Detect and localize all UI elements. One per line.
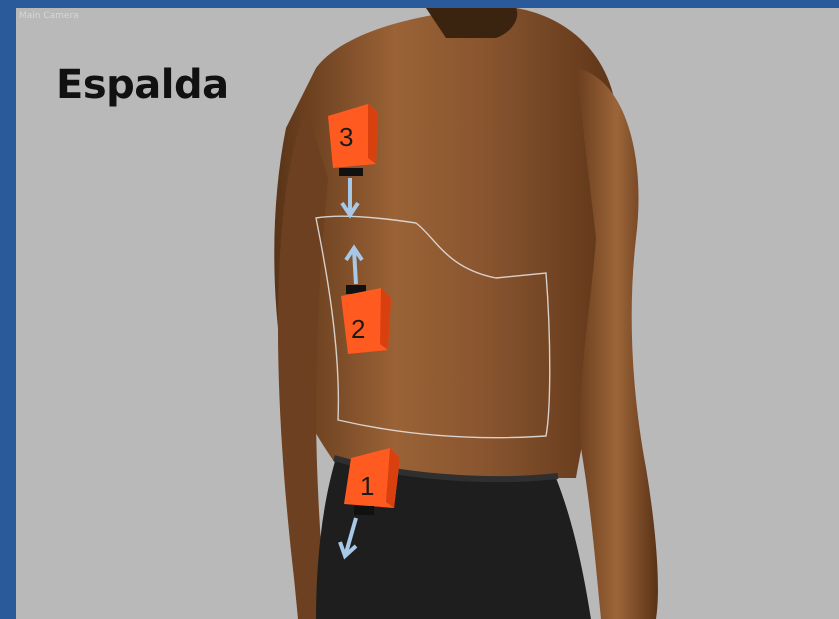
right-arm bbox=[576, 68, 658, 619]
sensor-1-label: 1 bbox=[360, 471, 374, 501]
sensor-2: 2 bbox=[341, 285, 391, 354]
camera-viewport: 3 2 1 bbox=[16, 8, 839, 619]
sensor-3-label: 3 bbox=[339, 122, 353, 152]
page-title: Espalda bbox=[56, 62, 229, 108]
sensor-2-label: 2 bbox=[351, 314, 365, 344]
torso bbox=[274, 8, 617, 478]
camera-label: Main Camera bbox=[19, 11, 79, 21]
